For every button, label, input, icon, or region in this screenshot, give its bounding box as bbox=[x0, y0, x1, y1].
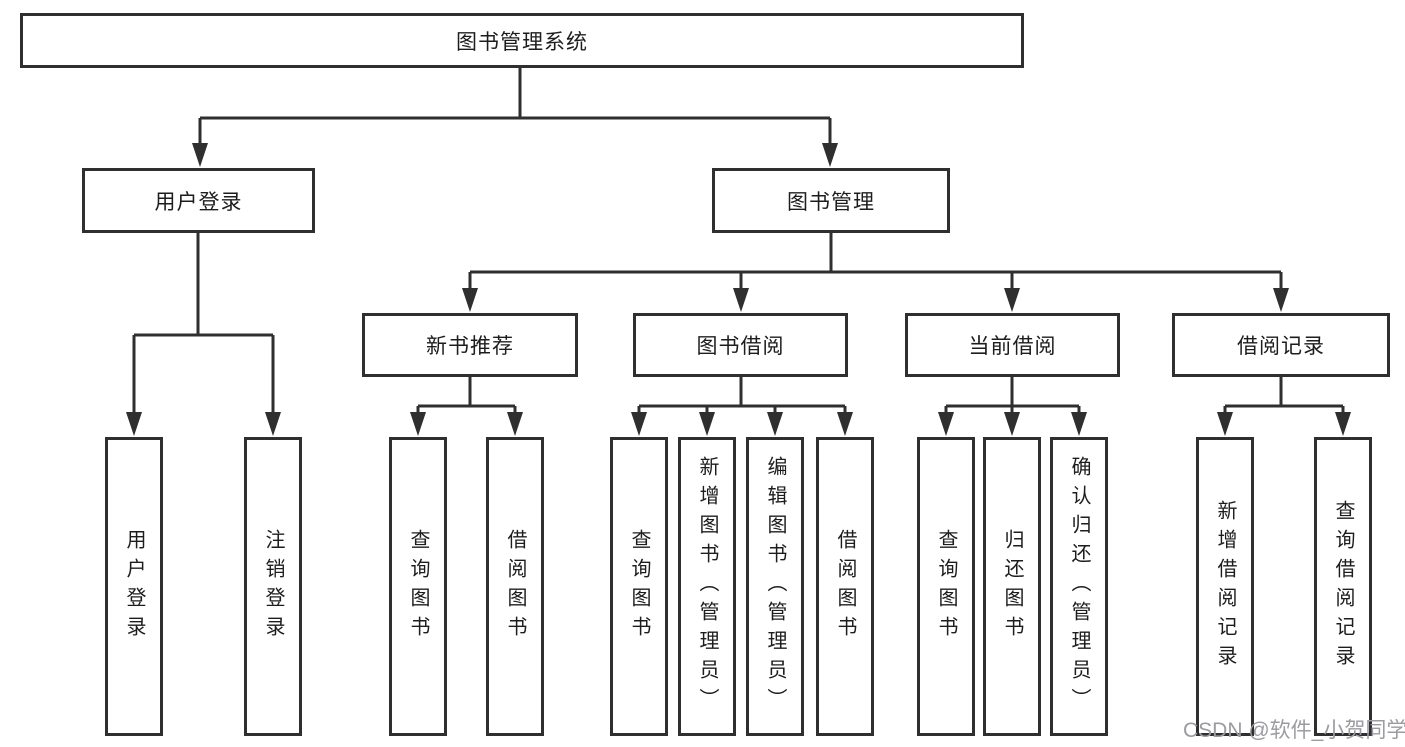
leaf-query-books-borrowing: 查询图书 bbox=[610, 437, 668, 736]
node-book-management-branch: 图书管理 bbox=[712, 168, 950, 233]
leaf-confirm-return-admin: 确认归还（管理员） bbox=[1050, 437, 1108, 736]
leaf-edit-books-admin: 编辑图书（管理员） bbox=[746, 437, 804, 736]
edge-mgmt-branch bbox=[468, 233, 1283, 291]
leaf-query-borrow-record: 查询借阅记录 bbox=[1314, 437, 1372, 736]
node-library-management-system: 图书管理系统 bbox=[20, 13, 1024, 68]
leaf-add-borrow-record: 新增借阅记录 bbox=[1196, 437, 1254, 736]
leaf-query-books-current: 查询图书 bbox=[917, 437, 975, 736]
leaf-user-login: 用户登录 bbox=[105, 437, 163, 736]
node-book-borrowing: 图书借阅 bbox=[633, 313, 848, 377]
node-user-login-branch: 用户登录 bbox=[82, 168, 315, 233]
node-new-book-recommendation: 新书推荐 bbox=[362, 313, 578, 377]
leaf-borrow-books-borrowing: 借阅图书 bbox=[816, 437, 874, 736]
edge-newrec-branch bbox=[416, 377, 517, 414]
leaf-query-books-recommend: 查询图书 bbox=[389, 437, 447, 736]
edge-root bbox=[198, 68, 832, 146]
leaf-add-books-admin: 新增图书（管理员） bbox=[678, 437, 736, 736]
leaf-return-books: 归还图书 bbox=[983, 437, 1041, 736]
edge-borrow-branch bbox=[637, 377, 847, 414]
leaf-borrow-books-recommend: 借阅图书 bbox=[486, 437, 544, 736]
node-borrowing-records: 借阅记录 bbox=[1172, 313, 1390, 377]
node-current-borrowing: 当前借阅 bbox=[905, 313, 1120, 377]
leaf-logout: 注销登录 bbox=[244, 437, 302, 736]
edge-records-branch bbox=[1223, 377, 1345, 414]
watermark: CSDN @软件_小贺同学 bbox=[1183, 719, 1405, 742]
edge-user-branch bbox=[132, 233, 275, 414]
edge-current-branch bbox=[944, 377, 1081, 414]
